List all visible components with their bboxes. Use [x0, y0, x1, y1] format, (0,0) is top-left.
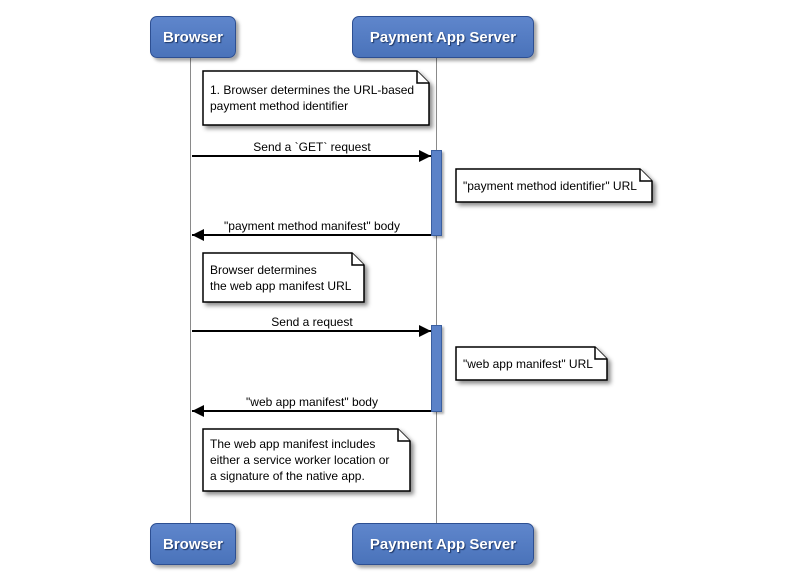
note-shape — [455, 168, 653, 203]
note-shape — [202, 70, 430, 126]
activation-bar — [431, 325, 442, 412]
actor-box-browser-bottom: Browser — [150, 523, 236, 565]
actor-label: Browser — [162, 28, 224, 46]
message-line — [192, 234, 431, 236]
note-url-based-identifier: 1. Browser determines the URL-based paym… — [202, 70, 430, 126]
note-text: 1. Browser determines the URL-based paym… — [210, 83, 415, 113]
lifeline-payment-app-server — [436, 56, 437, 523]
note-text: Browser determines the web app manifest … — [210, 262, 352, 293]
arrowhead-left-icon — [192, 229, 204, 241]
actor-label: Payment App Server — [369, 535, 517, 553]
note-browser-determines-manifest-url: Browser determines the web app manifest … — [202, 252, 365, 303]
note-payment-method-identifier-url: "payment method identifier" URL — [455, 168, 653, 203]
activation-bar — [431, 150, 442, 236]
arrowhead-right-icon — [419, 325, 431, 337]
note-web-app-manifest-url: "web app manifest" URL — [455, 346, 608, 381]
actor-label: Payment App Server — [369, 28, 517, 46]
message-label-send-get-request: Send a `GET` request — [253, 140, 371, 154]
lifeline-browser — [190, 56, 191, 523]
note-shape — [202, 252, 365, 303]
note-shape — [455, 346, 608, 381]
note-web-app-manifest-includes: The web app manifest includes either a s… — [202, 428, 411, 492]
message-label-payment-method-manifest-body: "payment method manifest" body — [224, 219, 400, 233]
actor-label: Browser — [162, 535, 224, 553]
note-text: "web app manifest" URL — [463, 356, 593, 371]
arrowhead-right-icon — [419, 150, 431, 162]
message-line — [192, 410, 431, 412]
message-line — [192, 330, 431, 332]
arrowhead-left-icon — [192, 405, 204, 417]
message-line — [192, 155, 431, 157]
note-shape — [202, 428, 411, 492]
note-text: The web app manifest includes either a s… — [210, 437, 390, 483]
actor-box-browser-top: Browser — [150, 16, 236, 58]
message-label-send-a-request: Send a request — [271, 315, 353, 329]
actor-box-server-top: Payment App Server — [352, 16, 534, 58]
actor-box-server-bottom: Payment App Server — [352, 523, 534, 565]
message-label-web-app-manifest-body: "web app manifest" body — [246, 395, 378, 409]
note-text: "payment method identifier" URL — [463, 178, 637, 193]
